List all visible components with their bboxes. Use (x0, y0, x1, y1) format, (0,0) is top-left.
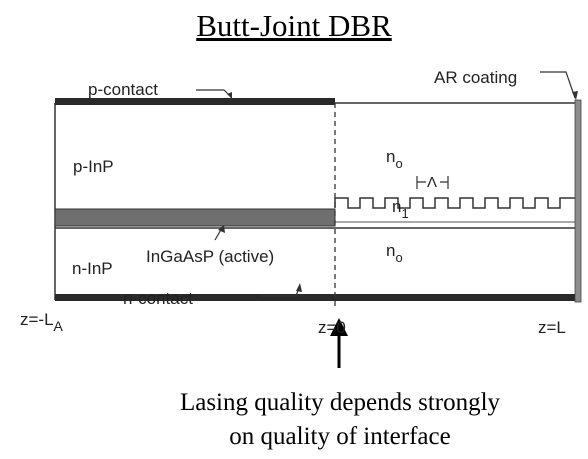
caption: Lasing quality depends strongly on quali… (100, 386, 580, 454)
ar-coating-pointer (540, 71, 576, 99)
active-arrowhead (218, 225, 225, 233)
n1-label: n1 (392, 197, 409, 221)
n0-bottom-label: no (386, 241, 403, 265)
z-zero-label: z=0 (318, 318, 346, 337)
p-contact-pointer (196, 89, 231, 97)
active-layer-label: InGaAsP (active) (146, 247, 274, 266)
dbr-grating (334, 197, 575, 209)
p-contact-arrowhead (227, 92, 232, 99)
n-contact-bar (55, 294, 575, 301)
period-label: Λ (427, 174, 437, 191)
p-contact-label: p-contact (88, 80, 158, 99)
ar-coating-label: AR coating (434, 68, 517, 87)
active-layer (54, 208, 336, 227)
z-right-label: z=L (538, 318, 566, 337)
n-contact-label: n-contact (123, 289, 193, 308)
n-inp-label: n-InP (72, 259, 113, 278)
diagram-title: Butt-Joint DBR (196, 8, 392, 43)
p-inp-label: p-InP (73, 157, 114, 176)
n0-top-label: no (386, 147, 403, 171)
ar-coating-layer (574, 99, 582, 303)
caption-line-2: on quality of interface (229, 423, 451, 450)
interface-arrow-head (330, 318, 348, 336)
p-contact-bar (55, 98, 335, 105)
ar-coating-arrowhead (572, 91, 578, 100)
caption-line-1: Lasing quality depends strongly (179, 389, 501, 416)
butt-joint-dbr-diagram: p-contact AR coating p-InP n-InP InGaAsP… (20, 68, 582, 368)
period-label-bg (426, 172, 440, 188)
z-left-label: z=-LA (20, 310, 64, 334)
n-contact-arrowhead (296, 283, 302, 292)
